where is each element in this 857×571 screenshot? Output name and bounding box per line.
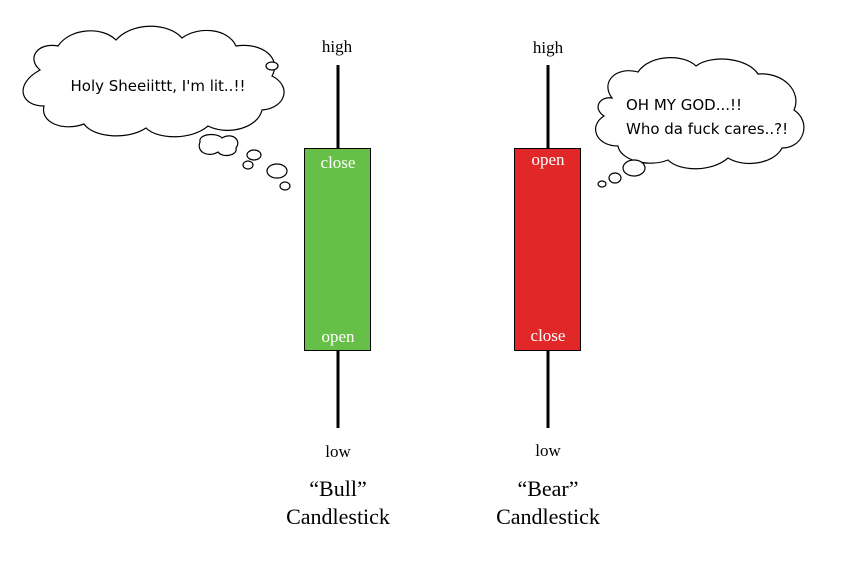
bull-low-label: low: [325, 442, 351, 461]
bear-caption-line2: Candlestick: [496, 504, 600, 529]
bear-thought-dot-2: [608, 172, 622, 184]
bear-high-label: high: [533, 38, 564, 57]
bull-thought-dot-3: [266, 163, 288, 179]
bull-thought-dot-1: [246, 149, 262, 161]
bear-low-label: low: [535, 441, 561, 460]
bull-candlestick: high close open low “Bull” Candlestick: [286, 37, 390, 529]
bull-caption-line2: Candlestick: [286, 504, 390, 529]
bear-bottom-label: close: [531, 326, 566, 345]
bull-thought-dot-2: [242, 160, 254, 170]
bear-thought-text-line2: Who da fuck cares..?!: [626, 120, 788, 138]
bull-body: [304, 148, 371, 351]
bull-thought-dot-4: [279, 181, 291, 191]
bull-thought-text: Holy Sheeiittt, I'm lit..!!: [71, 77, 246, 95]
bull-high-label: high: [322, 37, 353, 56]
bear-thought-dot-1: [622, 159, 646, 177]
bull-thought-puff: [198, 133, 239, 157]
bear-caption-line1: “Bear”: [517, 476, 578, 501]
bear-thought-text-line1: OH MY GOD...!!: [626, 96, 742, 114]
bull-thought-dot-5: [265, 61, 279, 71]
bear-top-label: open: [531, 150, 565, 169]
bull-thought-cloud: [22, 25, 285, 138]
bull-thought-bubble: Holy Sheeiittt, I'm lit..!!: [22, 25, 291, 191]
bull-top-label: close: [321, 153, 356, 172]
bull-bottom-label: open: [321, 327, 355, 346]
bear-body: [514, 148, 581, 351]
bear-thought-bubble: OH MY GOD...!! Who da fuck cares..?!: [595, 57, 805, 188]
bear-thought-dot-3: [597, 180, 607, 188]
bear-candlestick: high open close low “Bear” Candlestick: [496, 38, 600, 529]
bull-caption-line1: “Bull”: [309, 476, 366, 501]
bear-thought-cloud: [595, 57, 805, 170]
